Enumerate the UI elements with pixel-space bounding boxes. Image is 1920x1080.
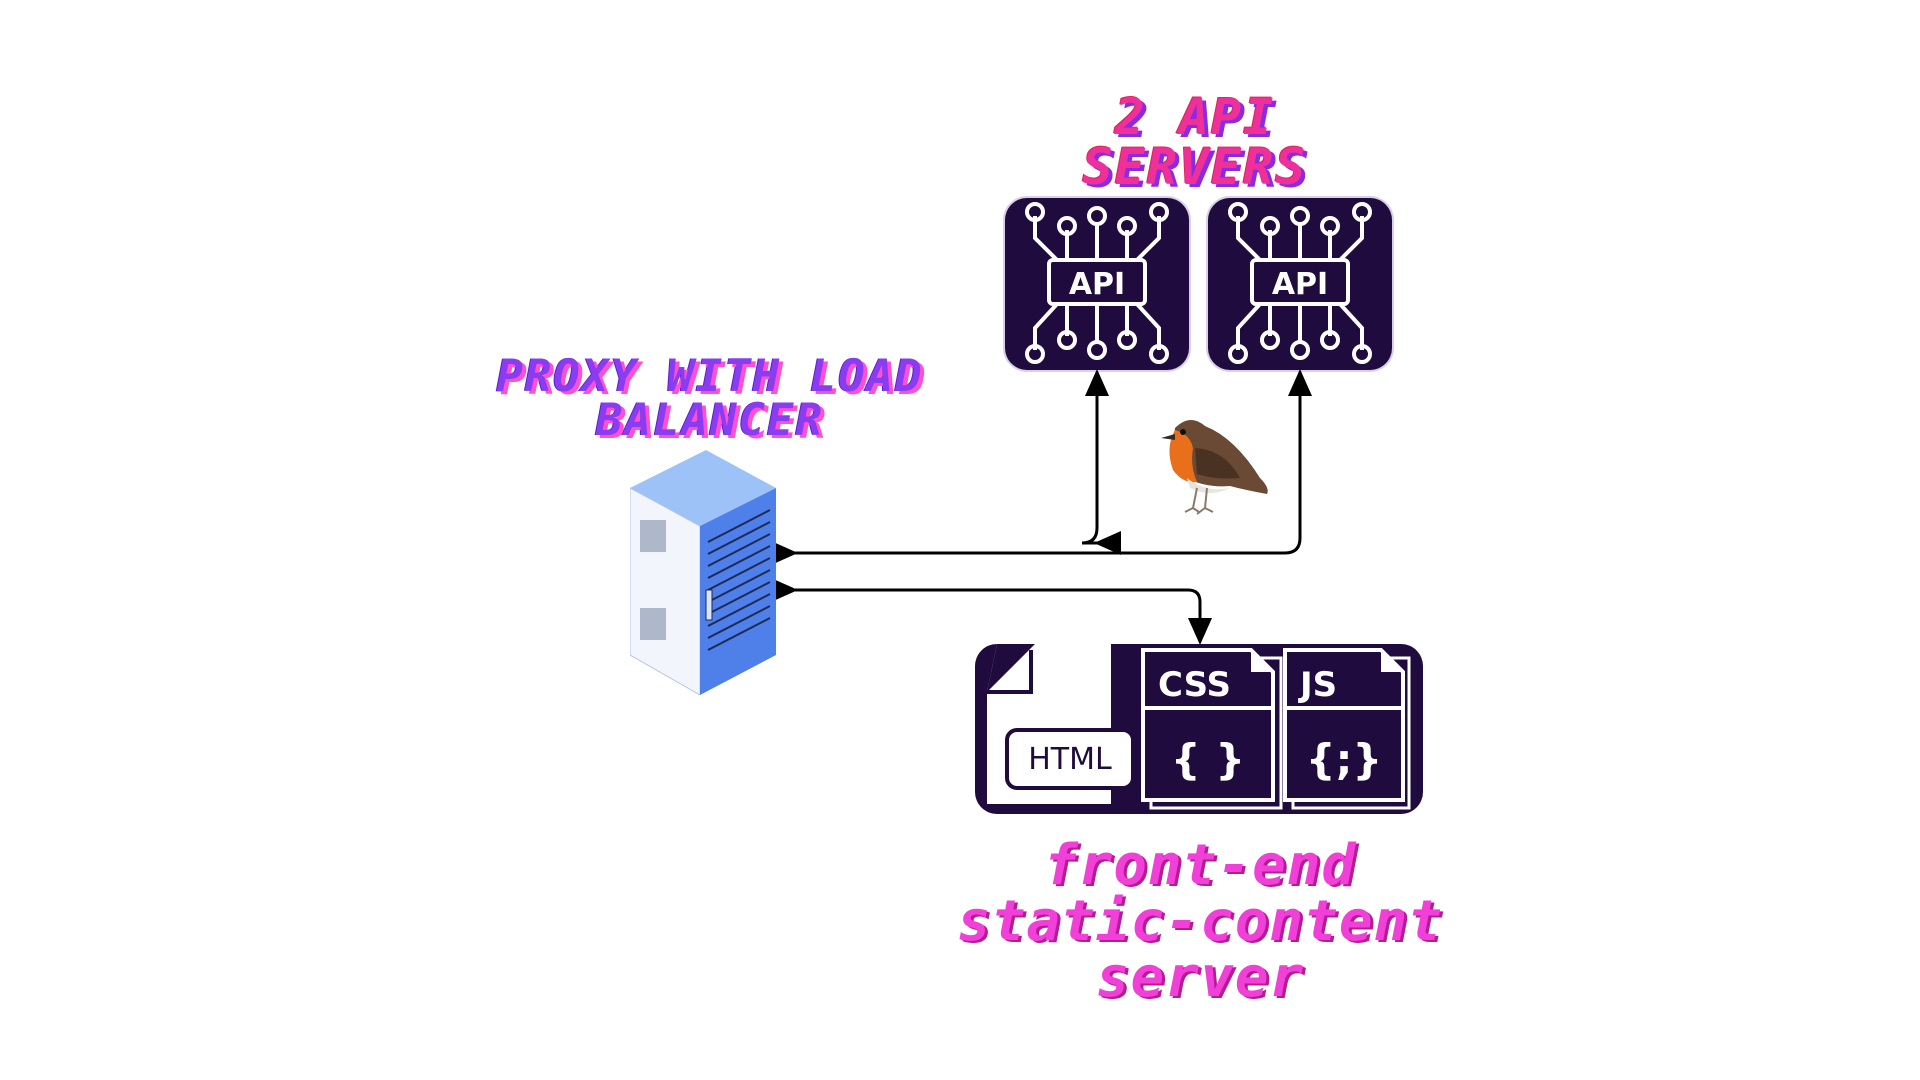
arrow-proxy-api2 [771,369,1312,565]
css-file-icon [1141,648,1283,810]
arrow-proxy-static [771,578,1212,645]
css-brace-glyph: { } [1171,735,1245,784]
api-chip-icon: API [1228,202,1372,364]
api-servers-title: 2 API SERVERS [1030,92,1360,192]
js-brace-glyph: {;} [1306,735,1383,784]
robin-bird-icon [1161,419,1268,515]
css-file-label: CSS [1158,665,1231,705]
frontend-server-title: front-end static-content server [930,838,1470,1006]
api-server-1: API [1005,198,1189,370]
api-chip-label: API [1272,267,1328,302]
api-servers-title-text: 2 API SERVERS [1082,88,1308,196]
frontend-server-title-text: front-end static-content server [956,833,1443,1010]
js-file-icon [1283,648,1411,810]
api-chip-icon: API [1025,202,1169,364]
static-files-icon: HTML CSS { } JS {;} [987,644,1411,810]
static-content-server: HTML CSS { } JS {;} [975,644,1423,814]
api-chip-label: API [1069,267,1125,302]
server-rack-icon [630,450,776,695]
html-file-label: HTML [1028,742,1112,777]
js-file-label: JS [1298,665,1337,705]
arrow-proxy-api1 [1081,369,1121,555]
api-server-2: API [1208,198,1392,370]
